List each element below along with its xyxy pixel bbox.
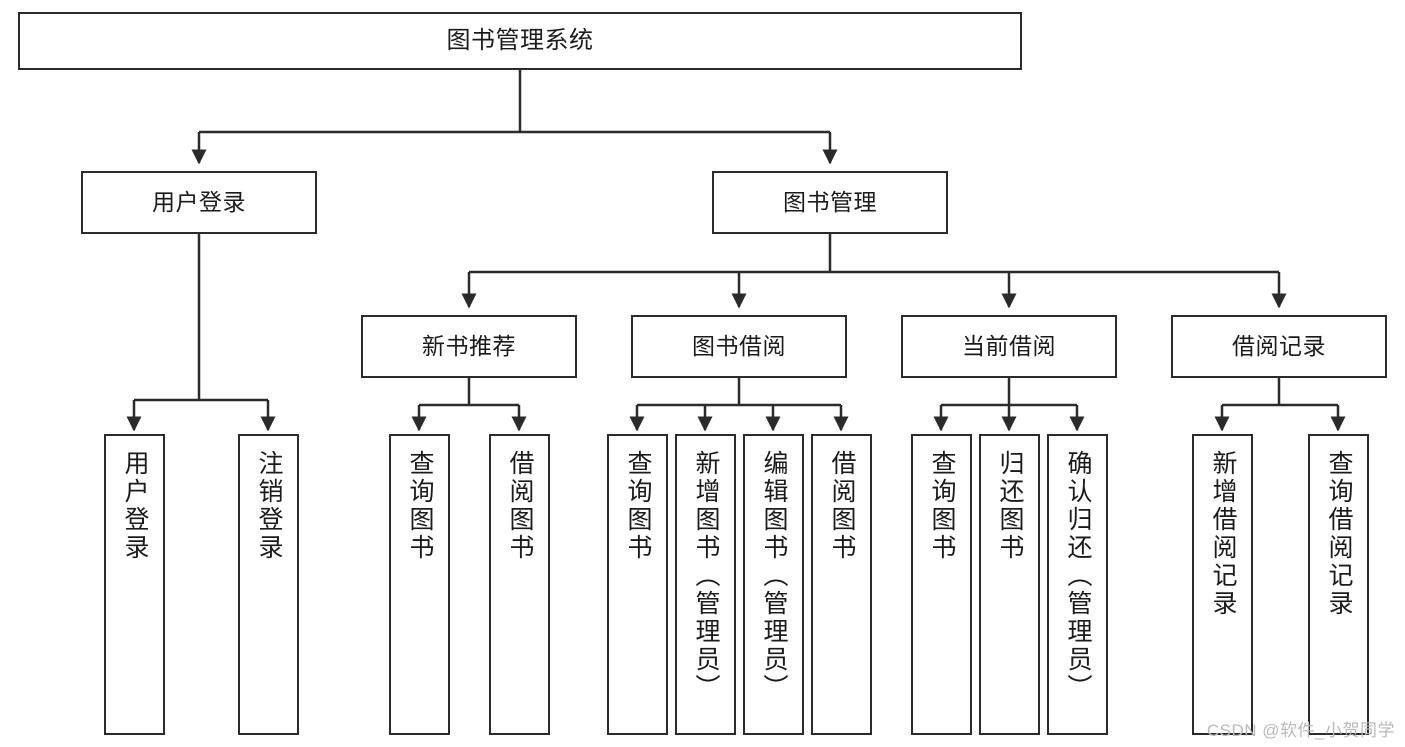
node-leaf-return-book-label: 归还图书 xyxy=(996,450,1024,562)
node-current-borrow[interactable]: 当前借阅 xyxy=(901,315,1117,378)
node-root-label: 图书管理系统 xyxy=(446,26,594,54)
node-leaf-logout-login[interactable]: 注销登录 xyxy=(238,434,299,735)
node-leaf-query-book-3[interactable]: 查询图书 xyxy=(911,434,972,735)
node-leaf-edit-book-label: 编辑图书（管理员） xyxy=(760,450,788,702)
node-book-management[interactable]: 图书管理 xyxy=(712,171,948,234)
node-new-book-recommend-label: 新书推荐 xyxy=(422,332,516,359)
csdn-watermark: CSDN @软件_小贺同学 xyxy=(1206,721,1395,740)
node-leaf-add-book[interactable]: 新增图书（管理员） xyxy=(675,434,736,735)
node-leaf-query-book-2-label: 查询图书 xyxy=(624,450,652,562)
node-book-borrow[interactable]: 图书借阅 xyxy=(631,315,847,378)
node-leaf-borrow-book-2-label: 借阅图书 xyxy=(828,450,856,562)
node-leaf-add-record[interactable]: 新增借阅记录 xyxy=(1192,434,1253,735)
node-current-borrow-label: 当前借阅 xyxy=(962,332,1056,359)
node-leaf-add-record-label: 新增借阅记录 xyxy=(1209,450,1237,618)
node-leaf-query-book-1-label: 查询图书 xyxy=(406,450,434,562)
node-leaf-return-book[interactable]: 归还图书 xyxy=(979,434,1040,735)
node-leaf-query-book-2[interactable]: 查询图书 xyxy=(607,434,668,735)
node-leaf-query-book-3-label: 查询图书 xyxy=(928,450,956,562)
node-leaf-logout-login-label: 注销登录 xyxy=(255,450,283,562)
node-leaf-borrow-book-2[interactable]: 借阅图书 xyxy=(811,434,872,735)
node-book-management-label: 图书管理 xyxy=(783,188,877,215)
node-leaf-user-login[interactable]: 用户登录 xyxy=(104,434,165,735)
node-leaf-user-login-label: 用户登录 xyxy=(121,450,149,562)
node-leaf-query-record-label: 查询借阅记录 xyxy=(1325,450,1353,618)
node-leaf-borrow-book-1[interactable]: 借阅图书 xyxy=(489,434,550,735)
node-user-login-label: 用户登录 xyxy=(152,188,246,215)
node-new-book-recommend[interactable]: 新书推荐 xyxy=(361,315,577,378)
node-leaf-borrow-book-1-label: 借阅图书 xyxy=(506,450,534,562)
node-leaf-confirm-return[interactable]: 确认归还（管理员） xyxy=(1047,434,1108,735)
node-leaf-edit-book[interactable]: 编辑图书（管理员） xyxy=(743,434,804,735)
node-root[interactable]: 图书管理系统 xyxy=(18,12,1022,70)
node-leaf-query-record[interactable]: 查询借阅记录 xyxy=(1308,434,1369,735)
node-leaf-add-book-label: 新增图书（管理员） xyxy=(692,450,720,702)
node-user-login[interactable]: 用户登录 xyxy=(81,171,317,234)
node-book-borrow-label: 图书借阅 xyxy=(692,332,786,359)
node-borrow-record[interactable]: 借阅记录 xyxy=(1171,315,1387,378)
node-borrow-record-label: 借阅记录 xyxy=(1232,332,1326,359)
node-leaf-confirm-return-label: 确认归还（管理员） xyxy=(1064,450,1092,702)
node-leaf-query-book-1[interactable]: 查询图书 xyxy=(389,434,450,735)
